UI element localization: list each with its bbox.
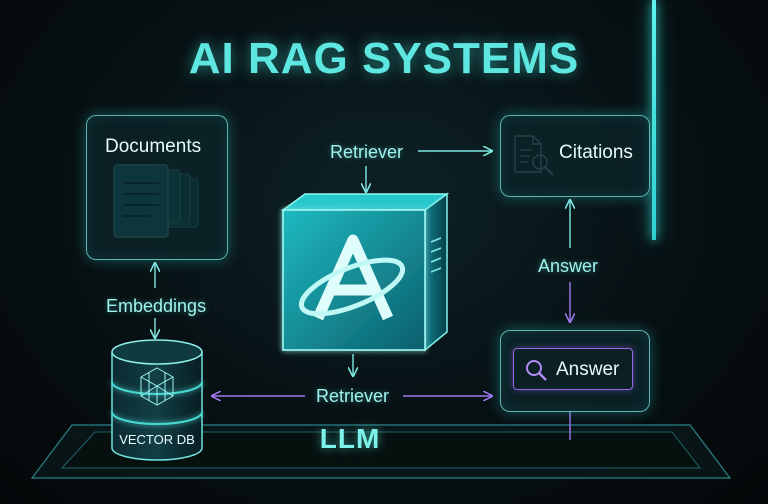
- base-platform: [30, 410, 732, 479]
- vector-db-cylinder-icon: [111, 339, 203, 461]
- citations-node: Citations: [500, 115, 650, 197]
- vector-db-label: VECTOR DB: [119, 432, 195, 447]
- answer-box-label: Answer: [556, 359, 620, 380]
- documents-label: Documents: [105, 136, 202, 157]
- diagram-title: AI RAG SYSTEMS: [188, 34, 580, 83]
- ai-cube-logo-icon: [280, 192, 450, 352]
- documents-node: Documents: [86, 115, 228, 260]
- llm-label: LLM: [319, 423, 381, 454]
- citations-label: Citations: [559, 142, 633, 163]
- neon-accent-bar: [652, 0, 656, 240]
- retriever-label-top: Retriever: [330, 142, 404, 162]
- embeddings-label: Embeddings: [106, 296, 207, 316]
- retriever-label-bottom: Retriever: [316, 386, 390, 406]
- answer-edge-label: Answer: [538, 256, 599, 276]
- answer-node: [500, 330, 650, 412]
- search-icon: [526, 360, 547, 381]
- answer-search-box: Answer: [513, 348, 633, 390]
